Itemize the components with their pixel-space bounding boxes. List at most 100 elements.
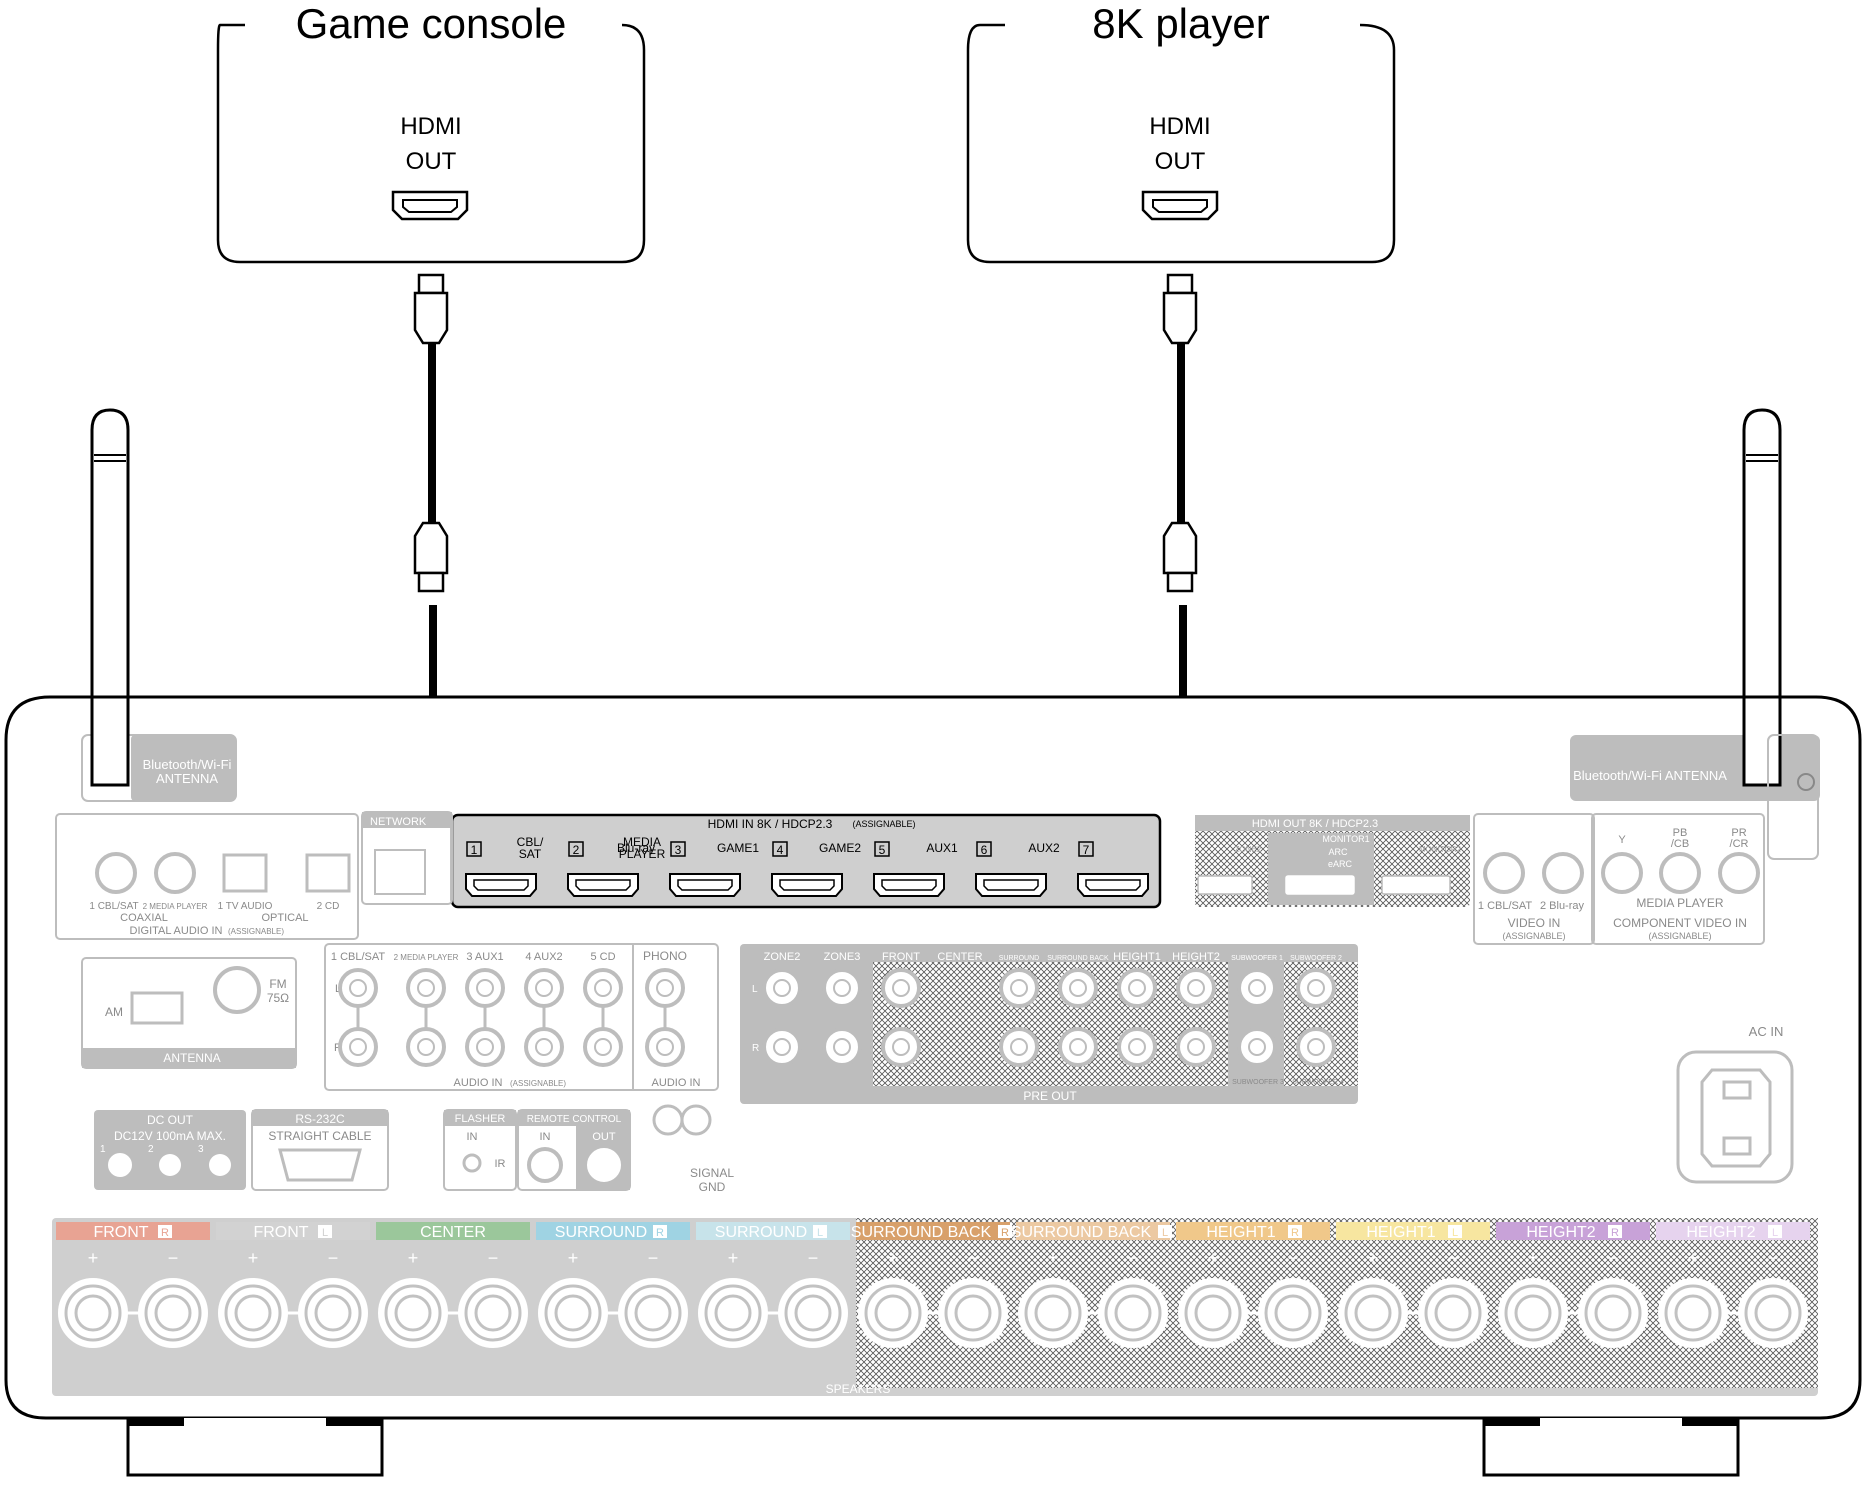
audio-in-jack-r[interactable]: [645, 1027, 685, 1067]
pre-out-jack[interactable]: [1176, 1027, 1216, 1067]
pre-out-jack[interactable]: [1117, 968, 1157, 1008]
speaker-plus-label: +: [88, 1248, 99, 1268]
pre-out-jack[interactable]: [881, 1027, 921, 1067]
optical-jack-1[interactable]: [222, 853, 268, 893]
signal-gnd-label: SIGNAL: [690, 1166, 734, 1180]
port-number-box: [772, 841, 788, 857]
fm-jack[interactable]: [213, 966, 261, 1014]
hdmi-out-port-icon[interactable]: [391, 190, 469, 221]
remote-out-jack[interactable]: [587, 1148, 621, 1182]
speaker-minus-terminal[interactable]: [1258, 1278, 1328, 1348]
hdmi-out-monitor1-port[interactable]: [1285, 875, 1355, 895]
video-in-jack-1[interactable]: [1483, 852, 1525, 894]
pre-out-jack[interactable]: [999, 968, 1039, 1008]
ethernet-port[interactable]: [374, 849, 426, 895]
speaker-plus-terminal[interactable]: [1178, 1278, 1248, 1348]
speaker-minus-terminal[interactable]: [1098, 1278, 1168, 1348]
pre-out-jack[interactable]: [881, 968, 921, 1008]
hdmi-in-port-4[interactable]: [771, 873, 843, 897]
speaker-minus-terminal[interactable]: [1738, 1278, 1808, 1348]
speaker-plus-terminal[interactable]: [1018, 1278, 1088, 1348]
speaker-minus-terminal[interactable]: [938, 1278, 1008, 1348]
hdmi-in-port-6[interactable]: [975, 873, 1047, 897]
optical-jack-2[interactable]: [305, 853, 351, 893]
audio-in-jack-r[interactable]: [524, 1027, 564, 1067]
speaker-group-header: [856, 1222, 1010, 1240]
pre-out-label: HEIGHT2: [1172, 951, 1220, 963]
audio-in-jack-r[interactable]: [583, 1027, 623, 1067]
speaker-plus-terminal[interactable]: [1338, 1278, 1408, 1348]
speaker-minus-terminal[interactable]: [1578, 1278, 1648, 1348]
speaker-plus-terminal[interactable]: [378, 1278, 448, 1348]
ac-inlet[interactable]: [1700, 1068, 1772, 1168]
speaker-plus-terminal[interactable]: [58, 1278, 128, 1348]
pre-out-label: SURROUND BACK: [1047, 955, 1109, 962]
dc-out-jack-1[interactable]: [108, 1153, 132, 1177]
speaker-plus-terminal[interactable]: [858, 1278, 928, 1348]
hdmi-out-monitor2-port[interactable]: [1381, 875, 1451, 895]
speaker-plus-label: +: [248, 1248, 259, 1268]
pre-out-jack[interactable]: [999, 1027, 1039, 1067]
pre-out-jack[interactable]: [762, 968, 802, 1008]
component-y-jack[interactable]: [1601, 852, 1643, 894]
hdmi-in-port-5[interactable]: [873, 873, 945, 897]
coaxial-jack-2[interactable]: [154, 852, 196, 894]
speaker-minus-terminal[interactable]: [778, 1278, 848, 1348]
hdmi-out-zone2-port[interactable]: [1197, 875, 1253, 895]
speaker-plus-terminal[interactable]: [1658, 1278, 1728, 1348]
speaker-plus-terminal[interactable]: [698, 1278, 768, 1348]
audio-in-jack-l[interactable]: [406, 968, 446, 1008]
speaker-minus-terminal[interactable]: [298, 1278, 368, 1348]
hdmi-in-port-3[interactable]: [669, 873, 741, 897]
dc-out-jack-3[interactable]: [209, 1154, 231, 1176]
pre-out-jack[interactable]: [1176, 968, 1216, 1008]
remote-in-jack[interactable]: [527, 1147, 563, 1183]
am-terminal[interactable]: [130, 991, 184, 1025]
speaker-group-header: [376, 1222, 530, 1240]
component-pb-jack[interactable]: [1659, 852, 1701, 894]
audio-in-jack-l[interactable]: [338, 968, 378, 1008]
audio-in-panel: L R PHONO AUDIO IN (ASSIGNABLE) AUDIO IN…: [324, 943, 719, 1091]
am-label: AM: [105, 1005, 123, 1019]
pre-out-jack[interactable]: [1058, 1027, 1098, 1067]
speaker-plus-terminal[interactable]: [1498, 1278, 1568, 1348]
pre-out-jack[interactable]: [762, 1027, 802, 1067]
left-antenna: [90, 408, 130, 697]
audio-in-l-label: L: [335, 983, 341, 995]
dc-out-jack-2[interactable]: [159, 1154, 181, 1176]
pre-out-jack[interactable]: [1237, 1027, 1277, 1067]
speaker-minus-terminal[interactable]: [618, 1278, 688, 1348]
audio-in-jack-r[interactable]: [338, 1027, 378, 1067]
speaker-group-name: HEIGHT2: [1526, 1224, 1595, 1241]
speaker-plus-terminal[interactable]: [218, 1278, 288, 1348]
audio-in-jack-l[interactable]: [583, 968, 623, 1008]
coaxial-jack-1[interactable]: [95, 852, 137, 894]
video-in-jack-2[interactable]: [1542, 852, 1584, 894]
pre-out-jack[interactable]: [1296, 1027, 1336, 1067]
pre-out-jack[interactable]: [1058, 968, 1098, 1008]
pre-out-jack[interactable]: [1117, 1027, 1157, 1067]
audio-in-jack-r[interactable]: [406, 1027, 446, 1067]
pre-out-jack[interactable]: [822, 1027, 862, 1067]
speaker-minus-terminal[interactable]: [1418, 1278, 1488, 1348]
pre-out-jack[interactable]: [1296, 968, 1336, 1008]
digital-audio-label-3: 1 TV AUDIO: [218, 901, 273, 912]
speaker-minus-terminal[interactable]: [458, 1278, 528, 1348]
audio-in-jack-r[interactable]: [465, 1027, 505, 1067]
pre-out-jack[interactable]: [1237, 968, 1277, 1008]
audio-in-label: 3 AUX1: [466, 951, 503, 963]
rs232-port[interactable]: [278, 1148, 362, 1182]
hdmi-in-port-7[interactable]: [1077, 873, 1149, 897]
hdmi-in-port-1[interactable]: [465, 873, 537, 897]
audio-in-jack-l[interactable]: [465, 968, 505, 1008]
pre-out-jack[interactable]: [822, 968, 862, 1008]
pre-out-label: CENTER: [937, 951, 982, 963]
hdmi-in-port-2[interactable]: [567, 873, 639, 897]
flasher-jack[interactable]: [462, 1153, 482, 1173]
hdmi-out-port-icon[interactable]: [1141, 190, 1219, 221]
speaker-minus-terminal[interactable]: [138, 1278, 208, 1348]
audio-in-jack-l[interactable]: [524, 968, 564, 1008]
audio-in-jack-l[interactable]: [645, 968, 685, 1008]
speaker-plus-terminal[interactable]: [538, 1278, 608, 1348]
component-pr-jack[interactable]: [1718, 852, 1760, 894]
